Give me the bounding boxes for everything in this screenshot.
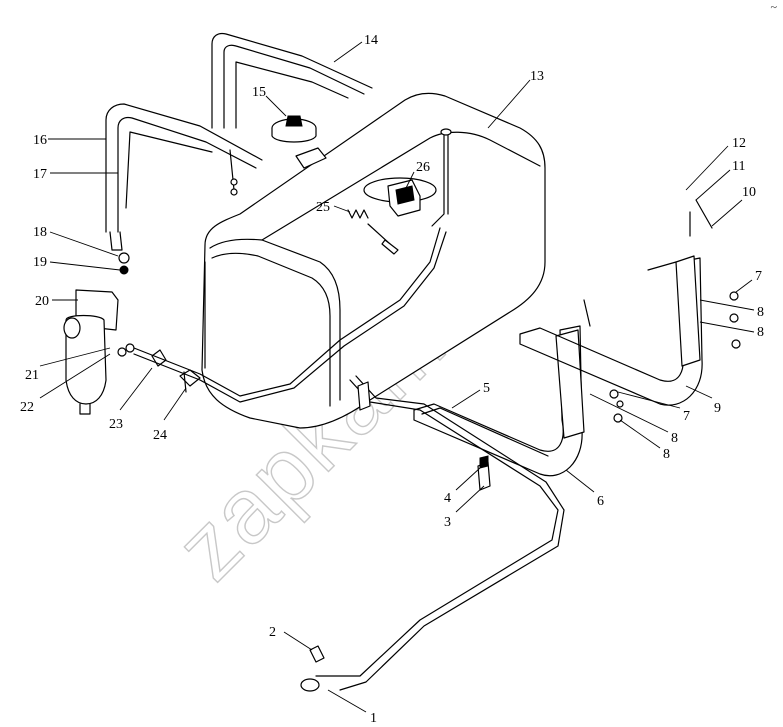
callout-4: 4 (444, 467, 481, 506)
callout-15: 15 (252, 85, 287, 117)
support-bracket-rear (519, 255, 703, 406)
callout-7b: 7 (617, 391, 690, 424)
callout-18: 18 (33, 225, 119, 257)
fuel-cap (271, 115, 317, 143)
pipe-nipple (309, 645, 325, 663)
svg-text:6: 6 (597, 494, 604, 509)
callout-5: 5 (451, 381, 490, 409)
pipe-clamp-upper (357, 381, 371, 411)
fuel-filter (63, 289, 119, 415)
fuel-line (133, 227, 565, 691)
callout-11: 11 (695, 159, 745, 201)
callout-17: 17 (33, 167, 118, 182)
pipe-clamp (477, 455, 491, 491)
callout-26: 26 (405, 160, 430, 189)
svg-text:3: 3 (444, 515, 451, 530)
svg-text:10: 10 (742, 185, 756, 200)
callout-12: 12 (685, 136, 746, 191)
callout-25: 25 (316, 200, 351, 215)
svg-text:18: 18 (33, 225, 47, 240)
svg-text:21: 21 (25, 368, 39, 383)
svg-text:8: 8 (757, 325, 764, 340)
tank-strap-lower (105, 103, 263, 251)
pipe-eye (300, 678, 320, 692)
svg-text:15: 15 (252, 85, 266, 100)
svg-text:14: 14 (364, 33, 378, 48)
callout-23: 23 (109, 367, 153, 432)
callout-8c: 8 (589, 393, 678, 446)
callout-1: 1 (327, 689, 377, 726)
callout-6: 6 (565, 469, 604, 509)
callout-3: 3 (444, 485, 485, 530)
callout-21: 21 (25, 347, 111, 383)
tank-strap-upper (211, 32, 373, 129)
fittings (117, 343, 167, 367)
callout-8d: 8 (619, 419, 670, 462)
vent-pipe (431, 131, 445, 227)
corner-mark: ~ (770, 0, 778, 14)
clip (347, 209, 399, 255)
svg-text:26: 26 (416, 160, 430, 175)
svg-text:11: 11 (732, 159, 745, 174)
callout-8a: 8 (699, 299, 764, 320)
svg-text:1: 1 (370, 711, 377, 726)
callout-22: 22 (20, 353, 111, 415)
callout-8b: 8 (699, 321, 764, 340)
svg-text:25: 25 (316, 200, 330, 215)
svg-text:4: 4 (444, 491, 451, 506)
svg-text:19: 19 (33, 255, 47, 270)
callout-10: 10 (711, 185, 756, 227)
svg-text:9: 9 (714, 401, 721, 416)
washer (118, 252, 130, 264)
callout-2: 2 (269, 625, 313, 651)
callout-13: 13 (487, 69, 544, 129)
callout-9: 9 (685, 385, 721, 416)
bracket-bolts (583, 199, 741, 423)
callout-14: 14 (333, 33, 378, 63)
nut (119, 265, 129, 275)
svg-text:8: 8 (663, 447, 670, 462)
svg-text:7: 7 (755, 269, 762, 284)
svg-text:16: 16 (33, 133, 47, 148)
svg-text:13: 13 (530, 69, 544, 84)
svg-text:2: 2 (269, 625, 276, 640)
callout-19: 19 (33, 255, 121, 271)
fuel-tank (201, 92, 546, 429)
svg-text:22: 22 (20, 400, 34, 415)
svg-text:17: 17 (33, 167, 47, 182)
svg-text:7: 7 (683, 409, 690, 424)
callout-7a: 7 (735, 269, 762, 293)
callout-24: 24 (153, 387, 187, 443)
svg-text:20: 20 (35, 294, 49, 309)
svg-text:12: 12 (732, 136, 746, 151)
callout-20: 20 (35, 294, 78, 309)
svg-text:23: 23 (109, 417, 123, 432)
svg-text:24: 24 (153, 428, 167, 443)
callout-16: 16 (33, 133, 106, 148)
svg-text:8: 8 (671, 431, 678, 446)
support-bracket-front (413, 325, 585, 477)
svg-text:8: 8 (757, 305, 764, 320)
svg-text:5: 5 (483, 381, 490, 396)
